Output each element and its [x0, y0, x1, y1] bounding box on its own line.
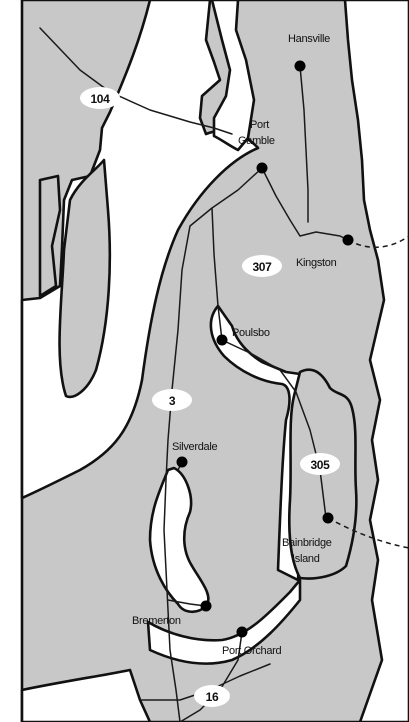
- route-305-label: 305: [310, 458, 330, 472]
- silverdale-dot: [176, 456, 188, 468]
- route-3-road: [163, 167, 263, 722]
- hansville-dot: [294, 60, 306, 72]
- west-olympic-land-1: [38, 174, 62, 298]
- route-3-label: 3: [169, 394, 176, 408]
- poulsbo-label: Poulsbo: [232, 327, 270, 339]
- kingston-edmonds-ferry: [347, 235, 409, 248]
- kingston-label: Kingston: [296, 257, 337, 269]
- hansville-label: Hansville: [288, 33, 330, 45]
- liberty-bay-water: [209, 304, 306, 582]
- route-16-label: 16: [206, 690, 219, 704]
- route-104-label: 104: [90, 92, 110, 106]
- route-104-road: [39, 27, 233, 135]
- port-gamble-dot: [256, 162, 268, 174]
- south-sound-water: [20, 668, 152, 722]
- port-gamble-label-line2: Gamble: [238, 135, 275, 147]
- poulsbo-dot: [216, 334, 228, 346]
- hansville-road: [299, 65, 309, 223]
- port-gamble-bay-water: [210, 0, 256, 152]
- port-gamble-label-line1: Port: [250, 119, 269, 131]
- toandos-peninsula-land: [58, 158, 112, 399]
- port-orchard-label: Port Orchard: [222, 645, 282, 657]
- bainbridge-label-line1: Bainbridge: [282, 537, 332, 549]
- bremerton-label: Bremerton: [132, 615, 181, 627]
- bremerton-dot: [200, 600, 212, 612]
- route-305-shield: 305: [300, 453, 340, 475]
- route-307-road: [261, 167, 349, 241]
- port-orchard-dot: [236, 626, 248, 638]
- route-104-shield: 104: [80, 87, 120, 109]
- sinclair-inlet-water: [146, 578, 302, 665]
- route-307-label: 307: [252, 260, 272, 274]
- kingston-dot: [342, 234, 354, 246]
- bainbridge-island-dot: [322, 512, 334, 524]
- route-307-shield: 307: [242, 255, 282, 277]
- route-16-shield: 16: [194, 685, 230, 707]
- bainbridge-seattle-ferry: [327, 517, 409, 549]
- silverdale-label: Silverdale: [172, 441, 217, 453]
- route-3-shield: 3: [152, 389, 192, 411]
- puget-sound-water: [343, 0, 409, 722]
- bainbridge-label-line2: Island: [292, 553, 320, 565]
- poulsbo-connector-road: [211, 207, 223, 341]
